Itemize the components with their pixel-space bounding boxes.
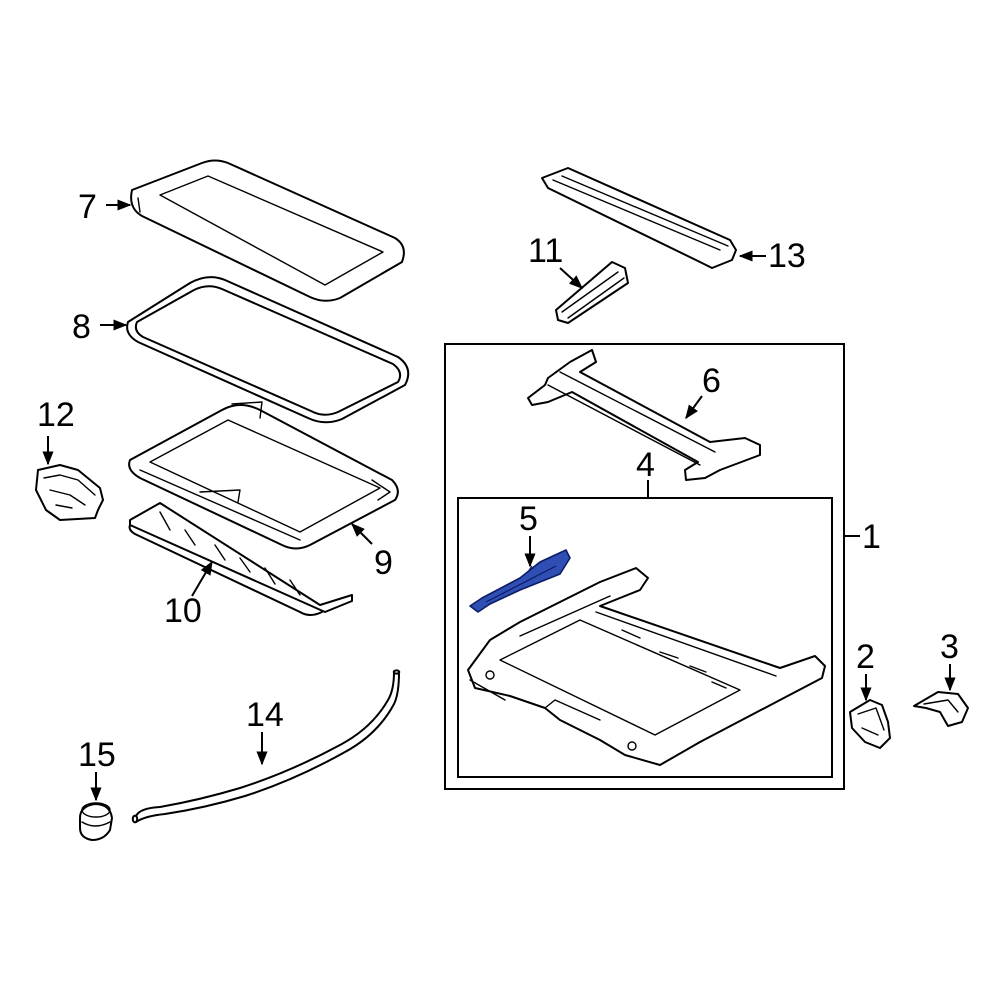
- part-3-bracket[interactable]: [913, 691, 969, 727]
- part-10-deflector[interactable]: [128, 502, 353, 616]
- callout-1: 1: [862, 518, 881, 556]
- part-12-drive-motor[interactable]: [35, 464, 104, 521]
- part-6-cross-rail[interactable]: [527, 349, 761, 481]
- callout-5: 5: [519, 500, 538, 538]
- callout-15: 15: [78, 736, 116, 774]
- callout-14: 14: [246, 696, 284, 734]
- callout-4: 4: [636, 446, 655, 484]
- part-13-rear-rail[interactable]: [541, 167, 737, 269]
- assembly-1-frame: [444, 343, 845, 790]
- callout-labels: 7 8 12 9 10 11 13 6 4 5 1 2 3 14 15: [37, 188, 959, 774]
- part-9-panel-frame[interactable]: [128, 401, 399, 550]
- part-15-grommet[interactable]: [79, 802, 113, 841]
- callout-3: 3: [940, 628, 959, 666]
- callout-12: 12: [37, 396, 75, 434]
- callout-9: 9: [374, 544, 393, 582]
- leader-11: [559, 267, 584, 289]
- part-14-drain-hose[interactable]: [131, 669, 401, 824]
- part-11-bracket[interactable]: [555, 261, 629, 324]
- leader-6: [685, 395, 703, 420]
- callout-8: 8: [72, 308, 91, 346]
- callout-2: 2: [856, 638, 875, 676]
- callout-13: 13: [768, 237, 806, 275]
- callout-6: 6: [702, 362, 721, 400]
- part-8-seal[interactable]: [126, 276, 410, 424]
- callout-7: 7: [78, 188, 97, 226]
- part-5-guide-rail[interactable]: [469, 549, 571, 613]
- leader-10: [191, 560, 213, 597]
- leader-lines: [42, 199, 956, 802]
- callout-10: 10: [164, 592, 202, 630]
- leader-9: [351, 523, 373, 545]
- part-4-frame-housing[interactable]: [467, 567, 826, 766]
- assembly-4-frame: [457, 497, 833, 778]
- part-2-bracket[interactable]: [849, 699, 891, 749]
- part-7-glass-panel[interactable]: [130, 159, 405, 302]
- callout-11: 11: [528, 232, 563, 270]
